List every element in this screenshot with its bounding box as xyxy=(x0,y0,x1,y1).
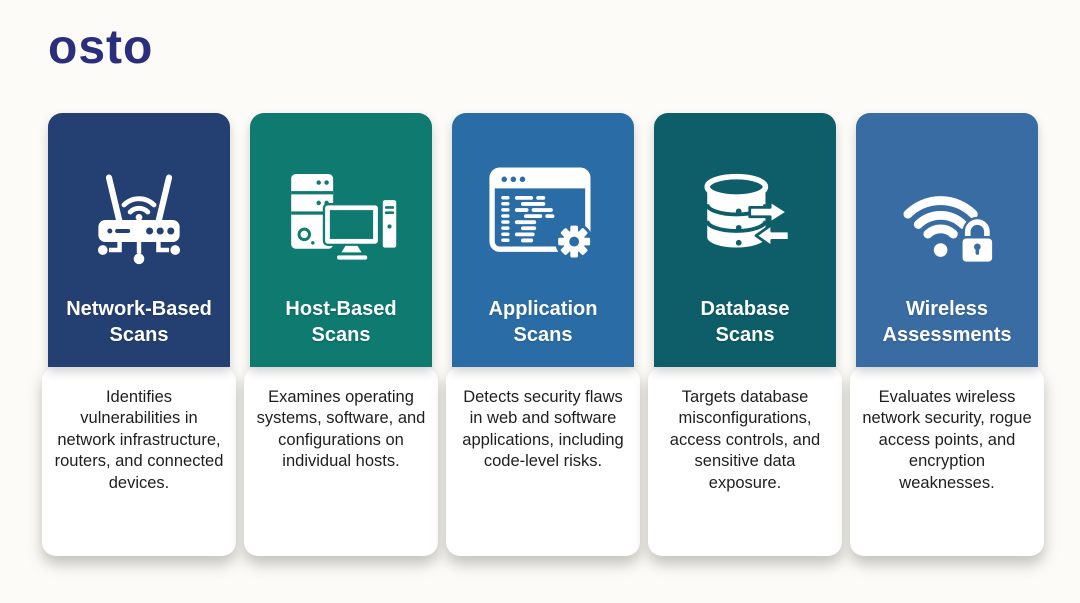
card-desc-network: Identifies vulnerabilities in network in… xyxy=(54,388,224,492)
card-header-wireless: Wireless Assessments xyxy=(856,113,1038,367)
card-body-host: Examines operating systems, software, an… xyxy=(244,367,438,556)
card-header-database: Database Scans xyxy=(654,113,836,367)
card-title-host: Host-Based Scans xyxy=(285,298,397,346)
scan-types-cards: Network-Based Scans Identifies vulnerabi… xyxy=(42,113,1044,556)
card-desc-wireless: Evaluates wireless network security, rog… xyxy=(862,388,1032,492)
server-computer-icon xyxy=(282,137,400,295)
card-header-application: Application Scans xyxy=(452,113,634,367)
card-title-wireless: Wireless Assessments xyxy=(882,298,1012,346)
card-wireless-assessments: Wireless Assessments Evaluates wireless … xyxy=(850,113,1044,556)
card-body-network: Identifies vulnerabilities in network in… xyxy=(42,367,236,556)
card-body-wireless: Evaluates wireless network security, rog… xyxy=(850,367,1044,556)
card-network-based-scans: Network-Based Scans Identifies vulnerabi… xyxy=(42,113,236,556)
osto-logo: osto xyxy=(48,21,154,74)
wifi-lock-icon xyxy=(891,137,1003,295)
router-network-icon xyxy=(86,137,192,295)
card-title-database: Database Scans xyxy=(700,298,790,346)
card-body-database: Targets database misconfigurations, acce… xyxy=(648,367,842,556)
card-title-network: Network-Based Scans xyxy=(66,298,212,346)
card-title-application: Application Scans xyxy=(488,298,598,346)
card-desc-application: Detects security flaws in web and softwa… xyxy=(462,388,624,471)
card-header-host: Host-Based Scans xyxy=(250,113,432,367)
card-desc-database: Targets database misconfigurations, acce… xyxy=(669,388,821,492)
database-arrows-icon xyxy=(693,137,797,295)
card-header-network: Network-Based Scans xyxy=(48,113,230,367)
code-window-gear-icon xyxy=(486,137,600,295)
card-database-scans: Database Scans Targets database misconfi… xyxy=(648,113,842,556)
card-desc-host: Examines operating systems, software, an… xyxy=(256,388,426,471)
card-host-based-scans: Host-Based Scans Examines operating syst… xyxy=(244,113,438,556)
card-application-scans: Application Scans Detects security flaws… xyxy=(446,113,640,556)
card-body-application: Detects security flaws in web and softwa… xyxy=(446,367,640,556)
